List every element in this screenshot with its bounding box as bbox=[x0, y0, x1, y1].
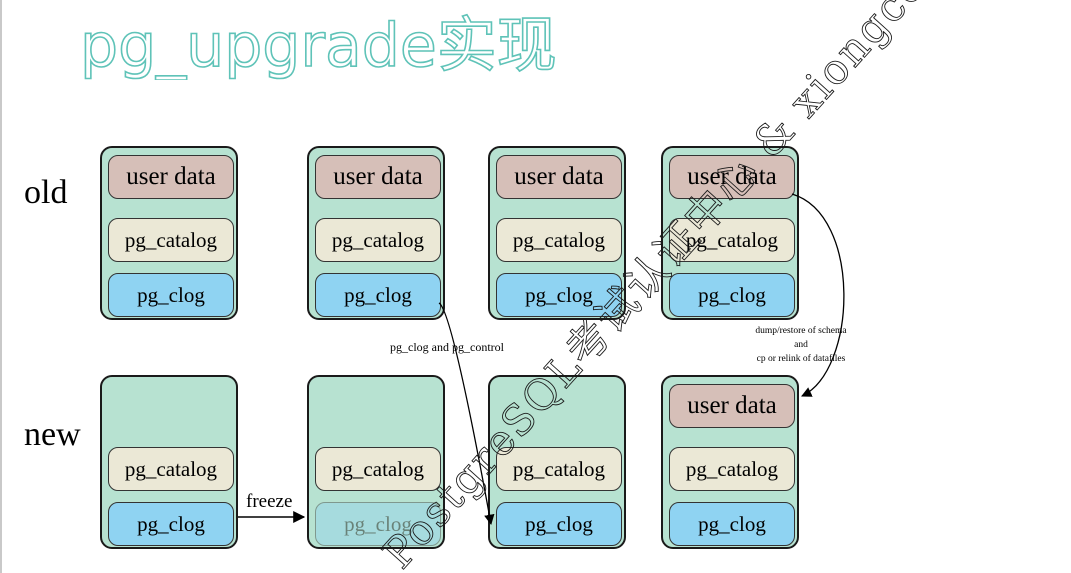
pg-catalog-block: pg_catalog bbox=[669, 447, 795, 491]
user-data-block: user data bbox=[315, 155, 441, 199]
pg-clog-block: pg_clog bbox=[108, 273, 234, 317]
slide-title: pg_upgrade实现 bbox=[79, 10, 557, 80]
row-label-new: new bbox=[24, 416, 81, 453]
pg-clog-block: pg_clog bbox=[496, 273, 622, 317]
pg-catalog-block: pg_catalog bbox=[496, 218, 622, 262]
new-cluster-4: user data pg_catalog pg_clog bbox=[661, 375, 799, 549]
pg-clog-block: pg_clog bbox=[669, 273, 795, 317]
watermark-text: PostgreSQL考试认证中心 & xiongcc bbox=[373, 0, 934, 573]
user-data-block: user data bbox=[669, 155, 795, 199]
pg-catalog-block: pg_catalog bbox=[108, 447, 234, 491]
new-cluster-2: pg_catalog pg_clog bbox=[307, 375, 445, 549]
pg-catalog-block: pg_catalog bbox=[669, 218, 795, 262]
schema-restore-arrow bbox=[791, 193, 845, 397]
pg-catalog-block: pg_catalog bbox=[108, 218, 234, 262]
pg-clog-block-frozen: pg_clog bbox=[315, 502, 441, 546]
dump-restore-label: dump/restore of schema and cp or relink … bbox=[742, 324, 860, 366]
pg-clog-block: pg_clog bbox=[315, 273, 441, 317]
clog-control-label: pg_clog and pg_control bbox=[390, 340, 504, 354]
old-cluster-1: user data pg_catalog pg_clog bbox=[100, 146, 238, 320]
pg-clog-block: pg_clog bbox=[496, 502, 622, 546]
svg-text:pg_upgrade实现: pg_upgrade实现 bbox=[80, 11, 557, 80]
dump-restore-line-1: dump/restore of schema bbox=[755, 326, 847, 336]
user-data-block: user data bbox=[669, 384, 795, 428]
dump-restore-line-2: and bbox=[794, 340, 808, 350]
old-cluster-4: user data pg_catalog pg_clog bbox=[661, 146, 799, 320]
dump-restore-line-3: cp or relink of datafiles bbox=[756, 354, 846, 364]
pg-catalog-block: pg_catalog bbox=[315, 218, 441, 262]
pg-clog-block: pg_clog bbox=[669, 502, 795, 546]
user-data-block: user data bbox=[496, 155, 622, 199]
old-cluster-2: user data pg_catalog pg_clog bbox=[307, 146, 445, 320]
pg-clog-block: pg_clog bbox=[108, 502, 234, 546]
pg-catalog-block: pg_catalog bbox=[496, 447, 622, 491]
pg-catalog-block: pg_catalog bbox=[315, 447, 441, 491]
freeze-label: freeze bbox=[246, 491, 293, 512]
new-cluster-3: pg_catalog pg_clog bbox=[488, 375, 626, 549]
clog-copy-arrow bbox=[438, 302, 495, 526]
old-cluster-3: user data pg_catalog pg_clog bbox=[488, 146, 626, 320]
new-cluster-1: pg_catalog pg_clog bbox=[100, 375, 238, 549]
user-data-block: user data bbox=[108, 155, 234, 199]
row-label-old: old bbox=[24, 174, 68, 211]
